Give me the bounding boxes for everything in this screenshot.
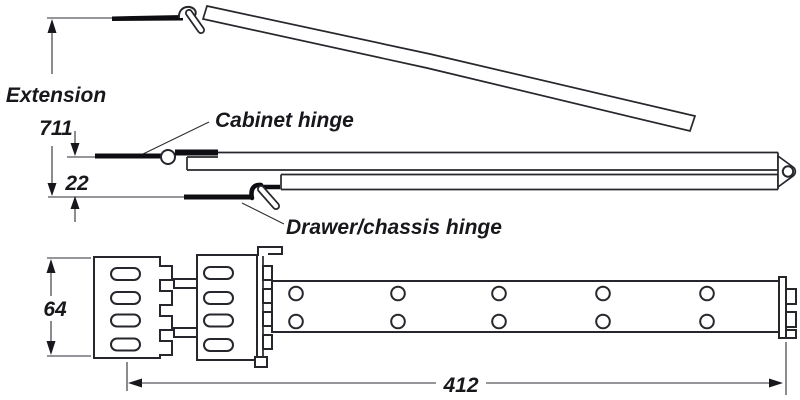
- flap-bracket-bar: [112, 15, 183, 21]
- closed-height-dimension: 22: [64, 131, 89, 222]
- cabinet-hinge-leader: [142, 121, 210, 155]
- end-cap-foot: [785, 329, 797, 339]
- arrow-down-icon: [70, 143, 80, 156]
- drawer-hinge-lever-fill: [258, 186, 279, 209]
- rail-length-dimension: 412: [126, 342, 787, 397]
- rail-end-cap: [778, 276, 797, 339]
- drawer-chassis-hinge: [48, 182, 280, 210]
- drawer-chassis-hinge-label: Drawer/chassis hinge: [286, 216, 502, 239]
- slot: [203, 266, 234, 280]
- screw-hole: [288, 313, 304, 330]
- screw-holes: [288, 285, 715, 330]
- arrow-right-icon: [769, 378, 783, 388]
- plate-width-dimension: 64: [43, 257, 91, 357]
- slot: [110, 337, 141, 352]
- drawer-hinge-bar: [184, 194, 252, 200]
- rail-front-tip: [777, 154, 797, 189]
- tooth: [785, 288, 797, 305]
- slot: [110, 313, 141, 328]
- mounting-plate-front: [93, 256, 173, 359]
- slot: [110, 291, 141, 305]
- top-hinge-lever-fill: [186, 10, 204, 33]
- extension-value: 711: [39, 117, 72, 140]
- mounting-plate-front-slots: [110, 267, 141, 352]
- connector-tab-bottom: [173, 327, 198, 338]
- screw-hole: [699, 313, 715, 330]
- arrow-down-icon: [47, 183, 57, 196]
- cabinet-hinge-bar: [95, 153, 161, 159]
- cabinet-hinge-label: Cabinet hinge: [215, 109, 354, 132]
- screw-hole: [491, 313, 507, 330]
- flap-bracket-open: [112, 5, 205, 34]
- bottom-tab: [254, 356, 268, 368]
- extension-label: Extension: [6, 84, 106, 107]
- tooth: [262, 288, 273, 304]
- cabinet-hinge-pin: [160, 149, 176, 165]
- coupling-strip: [254, 246, 283, 368]
- arrow-left-icon: [128, 378, 142, 388]
- extension-dimension: Extension 711: [6, 17, 113, 196]
- screw-hole: [491, 285, 507, 302]
- screw-hole: [390, 313, 406, 330]
- tooth: [785, 311, 797, 328]
- screw-hole: [595, 285, 611, 302]
- tip-roller: [781, 165, 795, 178]
- rail-length-value: 412: [442, 374, 478, 397]
- flap-stay-arm: [201, 5, 697, 133]
- arrow-up-icon: [70, 196, 80, 209]
- end-cap-bar: [778, 276, 787, 339]
- drawer-hinge-leader: [241, 202, 285, 225]
- screw-hole: [288, 285, 304, 302]
- arrow-up-icon: [47, 19, 57, 33]
- tooth: [262, 334, 273, 350]
- slot: [203, 338, 234, 352]
- slide-rail-upper: [186, 151, 779, 171]
- slide-rail-lower: [280, 173, 779, 191]
- screw-hole: [595, 313, 611, 330]
- slot: [203, 291, 234, 305]
- side-view: Extension 711 Cabinet hinge: [6, 5, 797, 239]
- screw-hole: [699, 285, 715, 302]
- connector-tab-top: [173, 278, 198, 289]
- slot: [110, 267, 141, 281]
- tooth: [262, 265, 273, 281]
- top-view: 64: [43, 246, 797, 397]
- slot: [203, 313, 234, 328]
- arrow-up-icon: [46, 259, 56, 273]
- cabinet-hinge: [67, 149, 218, 165]
- cabinet-hinge-leaf: [175, 149, 218, 156]
- screw-hole: [390, 285, 406, 302]
- drawer-hinge-hook: [249, 182, 264, 201]
- tooth: [262, 311, 273, 327]
- arrow-down-icon: [46, 341, 56, 355]
- top-tab: [257, 246, 283, 256]
- plate-width-value: 64: [43, 298, 67, 321]
- closed-height-value: 22: [64, 172, 89, 195]
- mounting-plate-rear-slots: [203, 266, 234, 352]
